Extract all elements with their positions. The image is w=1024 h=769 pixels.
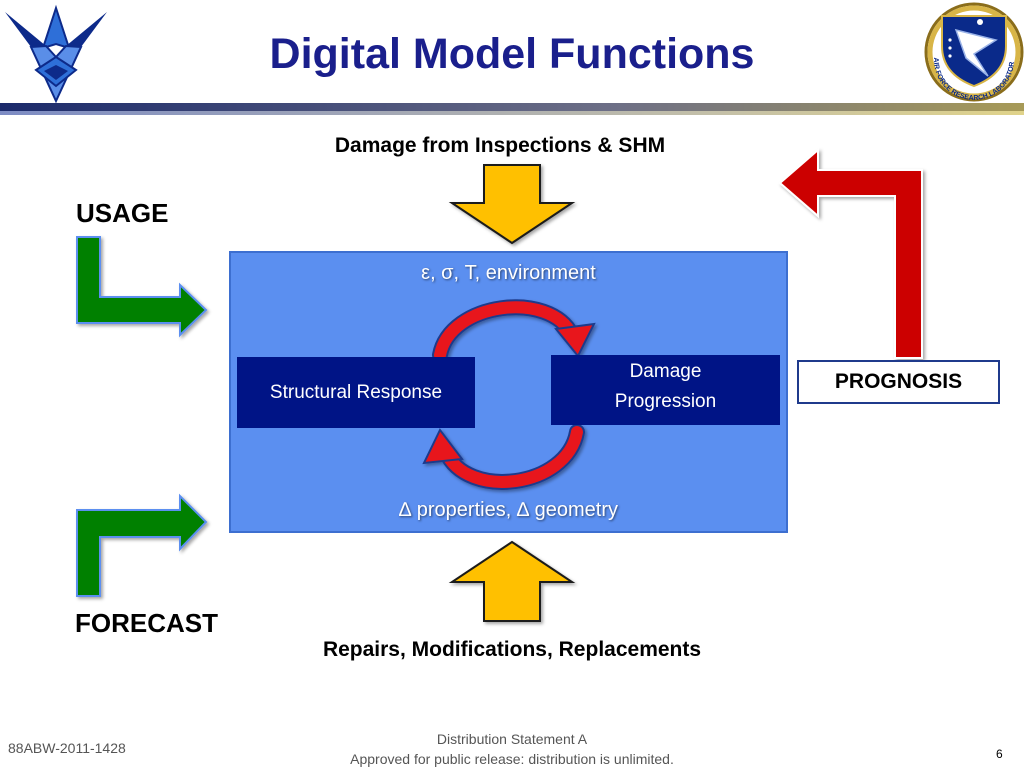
inspection-down-arrow <box>448 164 576 245</box>
environment-text: ε, σ, T, environment <box>421 262 596 284</box>
prognosis-label: PROGNOSIS <box>834 370 963 393</box>
forecast-arrow <box>76 493 208 597</box>
distribution-statement: Distribution Statement A Approved for pu… <box>262 729 762 769</box>
distribution-statement-line2: Approved for public release: distributio… <box>350 751 674 767</box>
usage-label: USAGE <box>76 198 169 228</box>
usage-arrow <box>76 236 208 338</box>
air-force-symbol-icon <box>5 4 107 104</box>
document-id: 88ABW-2011-1428 <box>8 740 126 756</box>
damage-cycle-arrows <box>422 299 596 490</box>
prognosis-feedback-arrow <box>778 147 923 359</box>
slide-title: Digital Model Functions <box>269 30 755 78</box>
forecast-label: FORECAST <box>75 608 218 638</box>
page-number: 6 <box>996 747 1003 761</box>
repairs-up-arrow <box>448 540 576 622</box>
properties-geometry-text: ∆ properties, ∆ geometry <box>398 499 618 521</box>
damage-progression-line2: Progression <box>614 391 717 412</box>
structural-response-label: Structural Response <box>269 381 443 403</box>
repairs-input-label: Repairs, Modifications, Replacements <box>322 638 702 661</box>
distribution-statement-line1: Distribution Statement A <box>436 731 588 747</box>
structural-response-box: Structural Response <box>237 357 475 428</box>
damage-progression-box: Damage Progression <box>551 355 780 425</box>
damage-progression-line1: Damage <box>629 361 702 382</box>
inspection-input-label: Damage from Inspections & SHM <box>334 134 666 157</box>
header-rule-light <box>0 111 1024 115</box>
prognosis-box: PROGNOSIS <box>797 360 1000 404</box>
header-rule <box>0 103 1024 111</box>
